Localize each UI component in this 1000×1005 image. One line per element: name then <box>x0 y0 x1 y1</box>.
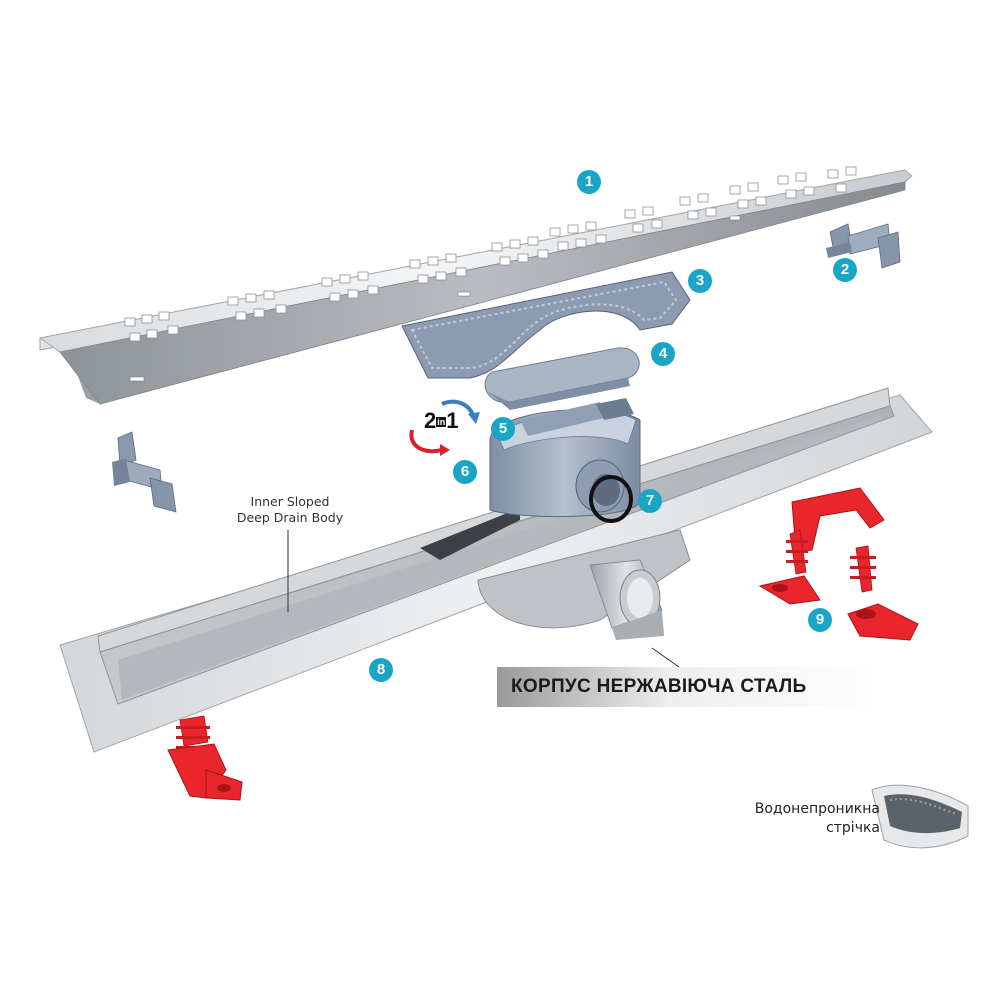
2in1-label: 2in1 <box>424 408 459 434</box>
callout-9: 9 <box>808 608 832 632</box>
inner-body-line2: Deep Drain Body <box>236 510 344 525</box>
siphon-lid <box>484 347 640 410</box>
callout-2: 2 <box>833 258 857 282</box>
2in1-big-left: 2 <box>424 408 437 433</box>
callout-6: 6 <box>453 460 477 484</box>
callout-8: 8 <box>369 658 393 682</box>
stainless-banner-text: КОРПУС НЕРЖАВІЮЧА СТАЛЬ <box>511 676 807 697</box>
mounting-bracket-right <box>826 223 901 269</box>
waterproof-tape-image <box>871 784 969 849</box>
tape-line1: Водонепроникна <box>754 801 880 817</box>
callout-7: 7 <box>638 489 662 513</box>
2in1-big-right: 1 <box>446 408 459 433</box>
tape-line2: стрічка <box>826 820 880 836</box>
siphon-box <box>489 398 641 518</box>
callout-3: 3 <box>688 269 712 293</box>
callout-4: 4 <box>651 342 675 366</box>
2in1-small: in <box>436 417 447 428</box>
adjustable-legs <box>758 487 919 641</box>
adjustable-leg-front <box>167 715 243 801</box>
siphon-grid-frame <box>401 271 691 379</box>
2in1-arrows-icon <box>409 399 480 456</box>
mounting-bracket-left <box>112 431 177 513</box>
grate-cover <box>38 166 913 405</box>
stainless-banner: КОРПУС НЕРЖАВІЮЧА СТАЛЬ <box>497 667 879 707</box>
drain-channel-body <box>59 387 933 753</box>
callout-1: 1 <box>577 170 601 194</box>
inner-body-label: Inner Sloped Deep Drain Body <box>210 494 370 526</box>
tape-label: Водонепроникна стрічка <box>720 800 880 838</box>
o-ring-seal <box>589 475 633 523</box>
callout-5: 5 <box>491 417 515 441</box>
inner-body-line1: Inner Sloped <box>250 494 330 509</box>
